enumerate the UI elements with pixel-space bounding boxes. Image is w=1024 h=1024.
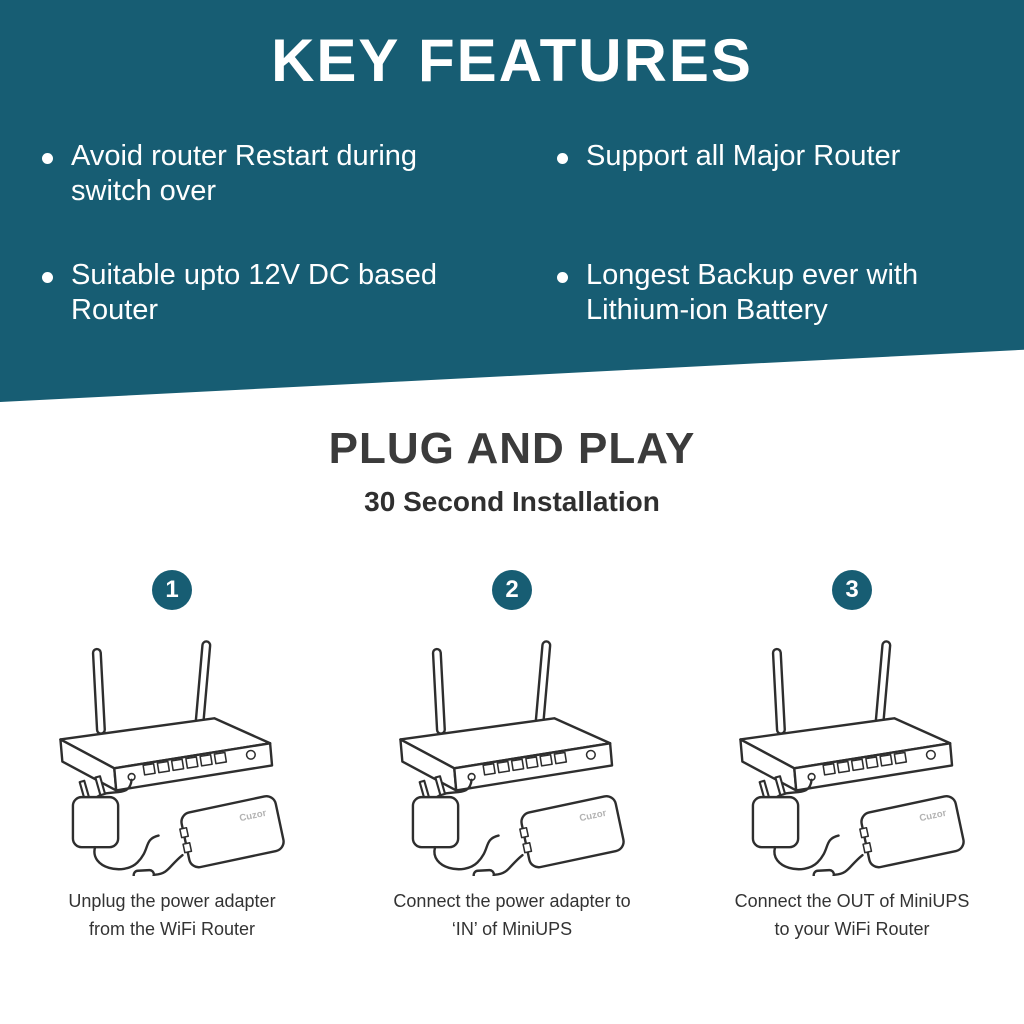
bullet-dot-icon (42, 153, 53, 164)
step-number-badge: 3 (832, 570, 872, 610)
step-illustration-connect-in (399, 639, 627, 876)
feature-text: Suitable upto 12V DC based Router (71, 258, 437, 327)
step-number-badge: 1 (152, 570, 192, 610)
feature-item: Longest Backup ever with Lithium-ion Bat… (557, 258, 990, 329)
installation-steps: 1 Unplug the power adapter from the WiFi… (0, 570, 1024, 944)
installation-subtitle: 30 Second Installation (364, 486, 660, 517)
feature-item: Avoid router Restart during switch over (42, 139, 547, 210)
step-2: 2 Connect the power adapter to ‘IN’ of M… (357, 570, 667, 944)
feature-text: Support all Major Router (586, 140, 901, 172)
step-number-badge: 2 (492, 570, 532, 610)
key-features-section: KEY FEATURES Avoid router Restart during… (0, 0, 1024, 402)
bullet-dot-icon (557, 271, 568, 283)
step-caption: Unplug the power adapter from the WiFi R… (68, 891, 276, 939)
plug-and-play-section: PLUG AND PLAY 30 Second Installation 1 U… (0, 402, 1024, 944)
step-1: 1 Unplug the power adapter from the WiFi… (17, 570, 327, 944)
plug-and-play-title: PLUG AND PLAY (328, 424, 696, 473)
bullet-dot-icon (557, 153, 568, 164)
feature-text: Avoid router Restart during switch over (71, 140, 418, 208)
step-caption: Connect the OUT of MiniUPS to your WiFi … (734, 891, 970, 939)
step-illustration-router-unplug (59, 639, 287, 876)
feature-text: Longest Backup ever with Lithium-ion Bat… (586, 258, 919, 327)
bullet-dot-icon (42, 271, 53, 283)
key-features-title: KEY FEATURES (271, 27, 753, 94)
step-3: 3 Connect the OUT of MiniUPS to your WiF… (697, 570, 1007, 944)
feature-list: Avoid router Restart during switch over … (0, 139, 1024, 329)
feature-item: Suitable upto 12V DC based Router (42, 258, 547, 329)
step-illustration-connect-out (739, 639, 967, 876)
step-caption: Connect the power adapter to ‘IN’ of Min… (393, 891, 631, 939)
feature-item: Support all Major Router (557, 139, 990, 210)
